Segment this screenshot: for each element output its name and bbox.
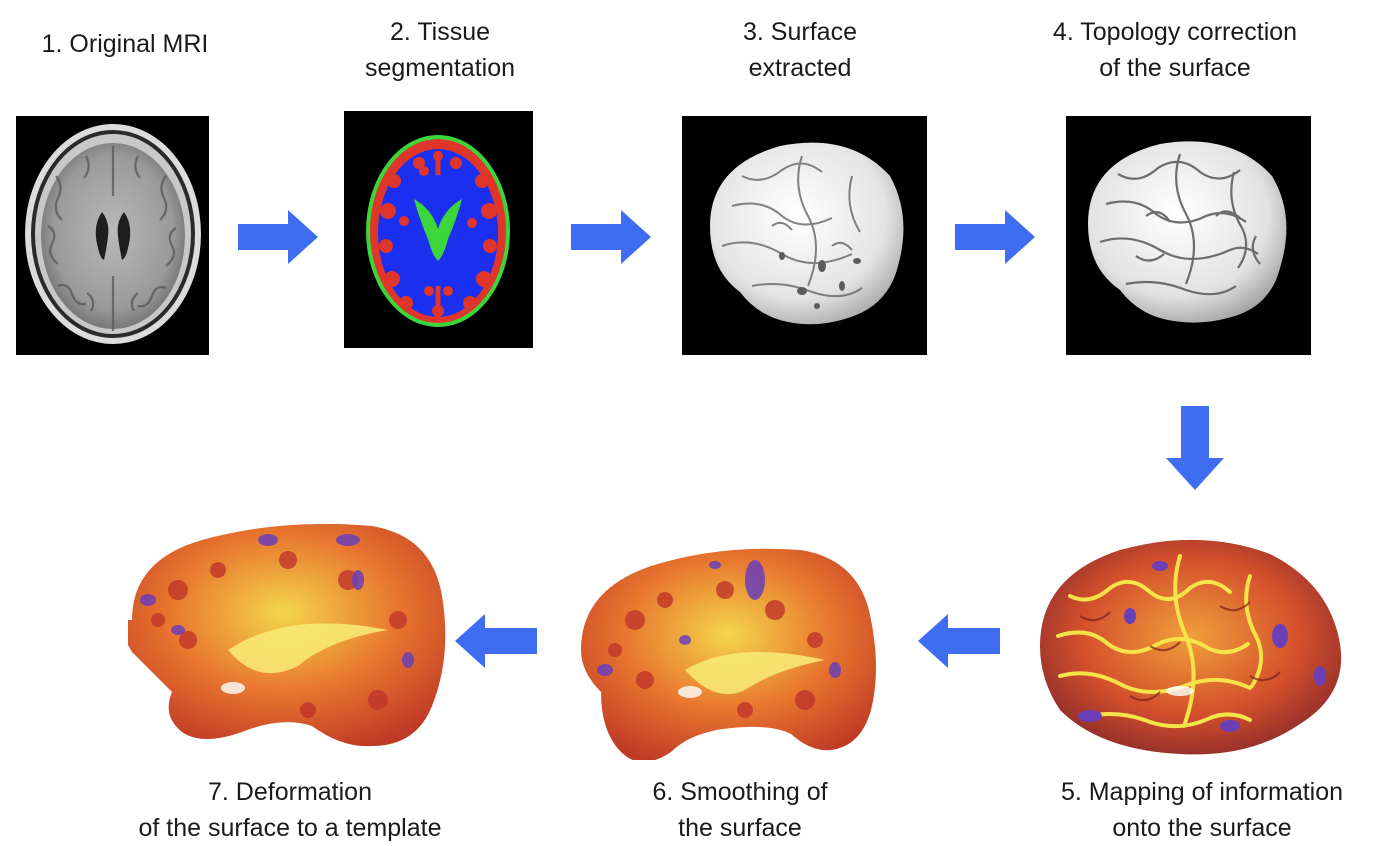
arrow-right-icon — [955, 210, 1035, 264]
arrow-down-icon — [1166, 406, 1224, 490]
topology-corrected-image — [1066, 116, 1311, 355]
arrow-left-icon — [918, 614, 1000, 668]
step-7-label: 7. Deformation of the surface to a templ… — [100, 774, 480, 846]
step-3-label-line1: 3. Surface — [743, 18, 857, 46]
deformed-template-surface-image — [128, 520, 450, 758]
original-mri-image — [16, 116, 209, 355]
step-3-label: 3. Surface extracted — [680, 14, 920, 86]
step-1-label-line1: 1. Original MRI — [41, 30, 209, 58]
step-5-label-line1: 5. Mapping of information — [1060, 778, 1344, 806]
step-5-label: 5. Mapping of information onto the surfa… — [1030, 774, 1374, 846]
step-3-label-line2: extracted — [748, 54, 852, 82]
step-6-label-line1: 6. Smoothing of — [652, 778, 828, 806]
step-2-label-line2: segmentation — [364, 54, 516, 82]
tissue-segmentation-image — [344, 111, 533, 348]
step-4-label-line2: of the surface — [1099, 54, 1251, 82]
step-2-label-line1: 2. Tissue — [389, 18, 491, 46]
step-6-label: 6. Smoothing of the surface — [610, 774, 870, 846]
step-2-label: 2. Tissue segmentation — [330, 14, 550, 86]
arrow-right-icon — [238, 210, 318, 264]
step-7-label-line2: of the surface to a template — [138, 814, 442, 842]
step-5-label-line2: onto the surface — [1112, 814, 1292, 842]
step-4-label: 4. Topology correction of the surface — [1020, 14, 1330, 86]
step-7-label-line1: 7. Deformation — [208, 778, 372, 806]
mapped-surface-image — [1030, 526, 1348, 764]
step-6-label-line2: the surface — [678, 814, 802, 842]
step-1-label: 1. Original MRI — [20, 26, 230, 62]
smoothed-surface-image — [575, 540, 885, 760]
step-4-label-line1: 4. Topology correction — [1052, 18, 1298, 46]
arrow-left-icon — [455, 614, 537, 668]
surface-extracted-image — [682, 116, 927, 355]
arrow-right-icon — [571, 210, 651, 264]
